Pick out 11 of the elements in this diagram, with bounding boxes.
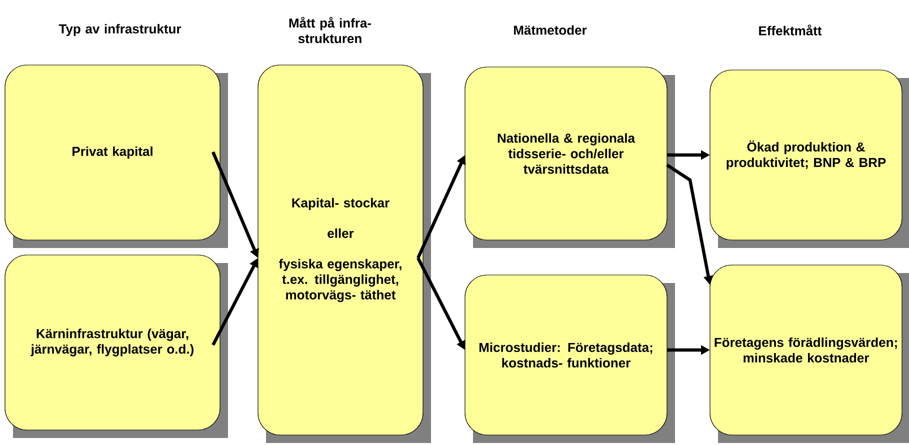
rounded-box: Privat kapital [4, 64, 228, 248]
column-heading: Mätmetoder [514, 25, 587, 35]
column-heading: Mått på infra- strukturen [289, 16, 371, 44]
column-heading: Effektmått [759, 24, 822, 36]
rounded-box: Företagens förädlingsvärden; minskade kostnader [710, 264, 909, 443]
rounded-box: Microstudier: Företagsdata; kostnads- funktioner [464, 274, 675, 443]
rounded-box: Kärninfrastruktur (vägar, järnvägar, flygplatser o.d.) [4, 254, 228, 438]
rounded-box: Kapital- stockar eller fysiska egenskaper, t.ex. tillgänglighet, motorvägs- täthet [258, 64, 431, 443]
column-heading: Typ av infrastruktur [58, 24, 182, 36]
rounded-box: Nationella & regionala tidsserie- och/eller tvärsnittsdata [464, 66, 675, 248]
rounded-box: Ökad produktion & produktivitet; BNP & BRP [710, 70, 909, 248]
